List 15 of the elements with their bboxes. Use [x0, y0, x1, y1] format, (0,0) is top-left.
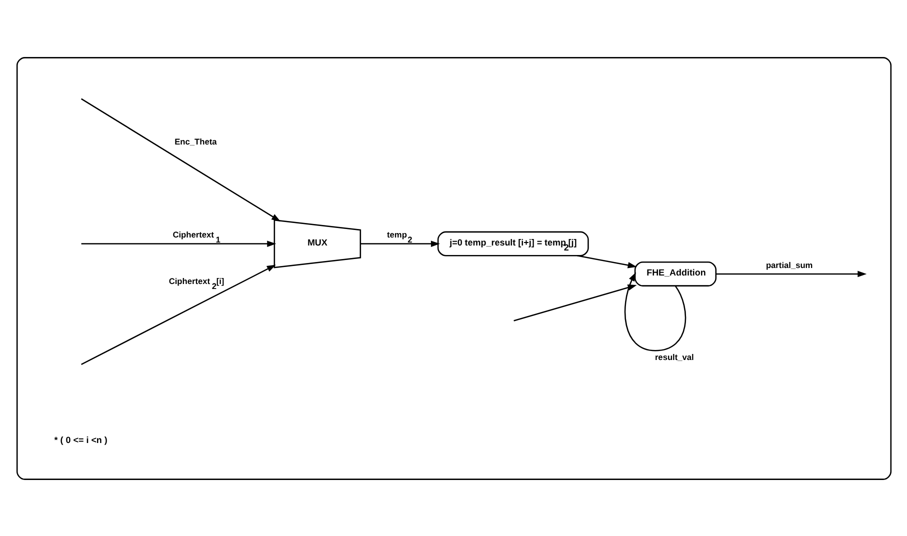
- arrow: [80, 98, 280, 222]
- label: * ( 0 <= i <n ): [54, 434, 107, 445]
- node-box: FHE_Addition: [634, 260, 716, 286]
- arrow: [80, 264, 276, 364]
- cluster: [16, 56, 892, 480]
- node-box: MUX: [273, 218, 361, 268]
- arrow: [360, 240, 440, 246]
- edge-label: result_val: [654, 351, 694, 362]
- arrow: [624, 272, 686, 351]
- edge-label: partial_sum: [765, 259, 812, 270]
- arrow: [80, 240, 276, 246]
- edge-label: Enc_Theta: [174, 136, 216, 146]
- arrow: [576, 254, 636, 268]
- arrow: [716, 270, 866, 277]
- arrow: [513, 284, 636, 321]
